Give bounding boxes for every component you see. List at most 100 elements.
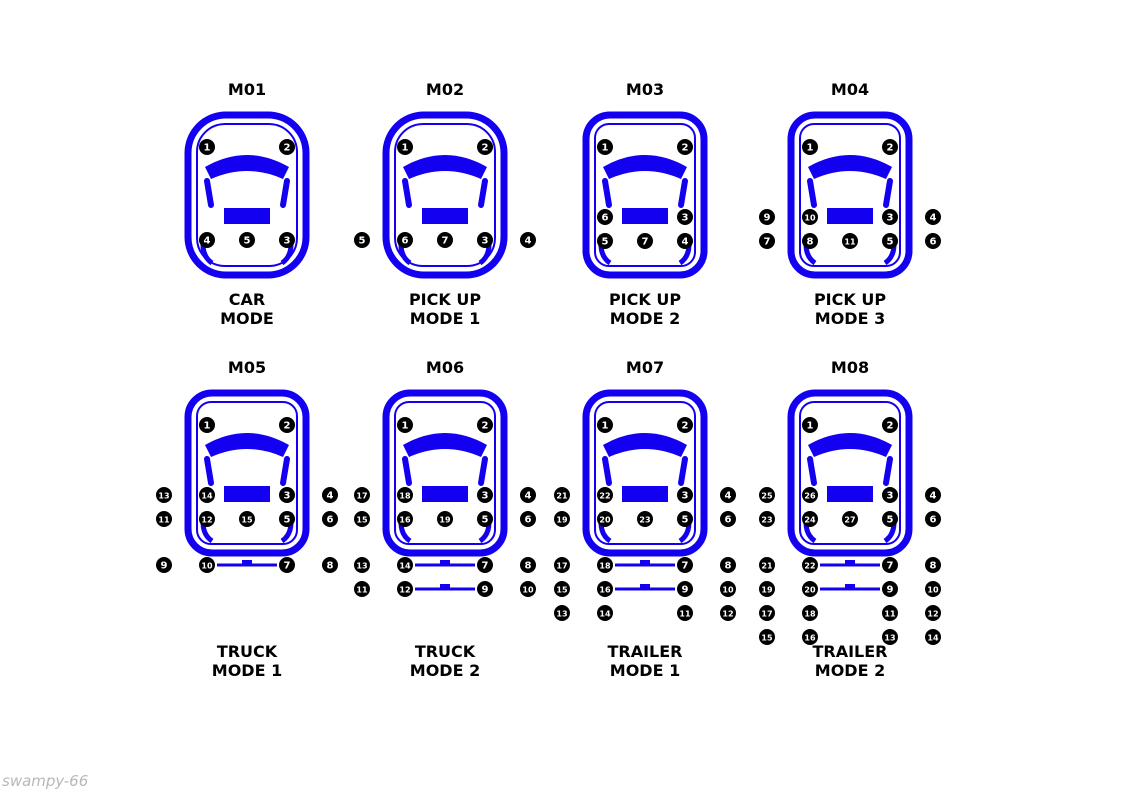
badge-circle [677, 581, 693, 597]
position-badge: 4 [925, 487, 941, 503]
badge-number: 5 [284, 514, 291, 525]
badge-number: 5 [244, 235, 251, 246]
badge-circle [354, 232, 370, 248]
badge-circle [554, 557, 570, 573]
badge-circle [637, 511, 653, 527]
badge-circle [279, 557, 295, 573]
badge-circle [520, 232, 536, 248]
position-badge: 23 [637, 511, 653, 527]
right-pillar [883, 456, 893, 486]
badge-circle [759, 511, 775, 527]
badge-number: 1 [602, 420, 609, 431]
badge-number: 13 [158, 491, 169, 500]
position-badge: 15 [554, 581, 570, 597]
badge-circle [199, 557, 215, 573]
badge-number: 1 [204, 142, 211, 153]
badge-circle [597, 511, 613, 527]
badge-circle [925, 629, 941, 645]
badge-number: 12 [927, 609, 938, 618]
windshield-shape [205, 155, 289, 179]
position-badge: 18 [397, 487, 413, 503]
position-badge: 7 [437, 232, 453, 248]
position-badge: 8 [720, 557, 736, 573]
badge-number: 7 [887, 560, 894, 571]
badge-number: 19 [761, 585, 773, 594]
rear-window-block [224, 486, 270, 502]
car-inner-outline [799, 401, 901, 545]
badge-number: 8 [327, 560, 334, 571]
badge-number: 15 [556, 585, 568, 594]
badge-circle [520, 487, 536, 503]
badge-number: 10 [522, 585, 534, 594]
badge-number: 15 [356, 515, 368, 524]
mode-label-line: PICK UP [409, 290, 481, 309]
position-badge: 6 [322, 511, 338, 527]
position-badge: 3 [677, 487, 693, 503]
position-badge: 11 [842, 233, 858, 249]
badge-number: 10 [804, 213, 816, 222]
position-badge: 16 [802, 629, 818, 645]
panel-code: M06 [426, 358, 464, 377]
badge-circle [477, 511, 493, 527]
badge-number: 8 [930, 560, 937, 571]
badge-number: 4 [682, 236, 689, 247]
badge-circle [677, 511, 693, 527]
badge-circle [720, 581, 736, 597]
badge-number: 4 [525, 235, 532, 246]
badge-circle [597, 209, 613, 225]
badge-circle [677, 487, 693, 503]
badge-number: 6 [725, 514, 732, 525]
mode-label-line: PICK UP [609, 290, 681, 309]
hitch-mount [440, 584, 450, 588]
badge-number: 23 [639, 515, 650, 524]
badge-number: 21 [761, 561, 773, 570]
badge-number: 4 [204, 235, 211, 246]
badge-number: 6 [327, 514, 334, 525]
badge-circle [354, 557, 370, 573]
badge-number: 20 [599, 515, 611, 524]
panel-code: M08 [831, 358, 869, 377]
position-badge: 15 [239, 511, 255, 527]
mode-label-line: MODE 2 [815, 661, 885, 680]
badge-circle [554, 487, 570, 503]
badge-number: 4 [327, 490, 334, 501]
badge-circle [882, 209, 898, 225]
position-badge: 8 [925, 557, 941, 573]
hitch-mount [242, 560, 252, 564]
hitch-mount [845, 560, 855, 564]
badge-circle [397, 557, 413, 573]
position-badge: 14 [199, 487, 215, 503]
badge-number: 22 [599, 491, 610, 500]
badge-number: 16 [804, 633, 816, 642]
badge-number: 6 [602, 212, 609, 223]
mode-label-line: TRUCK [415, 642, 476, 661]
rear-window-block [827, 208, 873, 224]
badge-circle [720, 511, 736, 527]
car-inner-outline [394, 123, 496, 267]
badge-circle [925, 511, 941, 527]
badge-circle [882, 605, 898, 621]
badge-number: 3 [482, 235, 489, 246]
badge-number: 2 [887, 142, 894, 153]
position-badge: 11 [156, 511, 172, 527]
badge-number: 1 [807, 142, 814, 153]
badge-number: 9 [682, 584, 689, 595]
car-body-outline [382, 111, 508, 279]
badge-number: 3 [482, 490, 489, 501]
position-badge: 2 [882, 417, 898, 433]
left-pillar [602, 178, 612, 208]
badge-circle [802, 139, 818, 155]
rear-window-block [422, 208, 468, 224]
position-badge: 20 [597, 511, 613, 527]
badge-number: 15 [761, 633, 773, 642]
car-top-view-icon [184, 111, 310, 279]
badge-circle [842, 511, 858, 527]
position-badge: 1 [597, 139, 613, 155]
badge-number: 19 [439, 515, 451, 524]
badge-number: 14 [201, 491, 213, 500]
position-badge: 8 [322, 557, 338, 573]
position-badge: 19 [437, 511, 453, 527]
badge-circle [520, 557, 536, 573]
